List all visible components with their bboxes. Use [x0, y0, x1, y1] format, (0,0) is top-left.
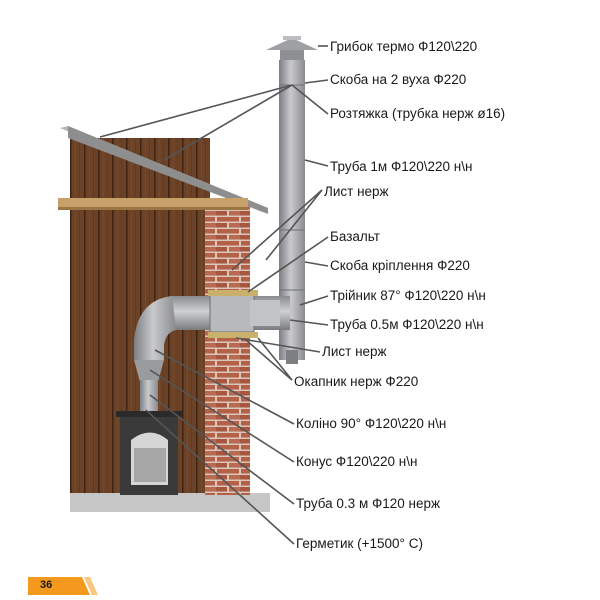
label-clamp-2-ears: Скоба на 2 вуха Ф220	[330, 72, 467, 87]
elbow-90	[134, 296, 176, 360]
cone	[134, 360, 164, 382]
label-sealant: Герметик (+1500° С)	[296, 536, 423, 551]
pipe-0-3	[140, 380, 158, 415]
label-elbow-90: Коліно 90° Ф120\220 н\н	[296, 416, 447, 431]
brick-wall	[205, 205, 250, 495]
label-tee-87: Трійник 87° Ф120\220 н\н	[330, 288, 486, 303]
label-drip-ring: Окапник нерж Ф220	[294, 374, 419, 389]
mushroom-cap	[266, 38, 318, 50]
label-pipe-0-3m: Труба 0.3 м Ф120 нерж	[296, 496, 441, 511]
label-cone: Конус Ф120\220 н\н	[296, 454, 418, 469]
page-number: 36	[40, 579, 53, 591]
label-steel-sheet-top: Лист нерж	[324, 184, 389, 199]
basalt-insulation	[208, 290, 258, 296]
label-steel-sheet-bottom: Лист нерж	[322, 344, 387, 359]
leader-lines	[99, 45, 329, 545]
label-guy-wire: Розтяжка (трубка нерж ø16)	[330, 106, 506, 121]
label-basalt: Базальт	[330, 229, 380, 244]
floor	[70, 493, 270, 512]
label-pipe-0-5m: Труба 0.5м Ф120\220 н\н	[330, 317, 484, 332]
label-mushroom-cap: Грибок термо Ф120\220	[330, 39, 478, 54]
label-pipe-1m: Труба 1м Ф120\220 н\н	[330, 159, 473, 174]
page-badge	[28, 577, 90, 595]
label-mount-clamp: Скоба кріплення Ф220	[330, 258, 470, 273]
